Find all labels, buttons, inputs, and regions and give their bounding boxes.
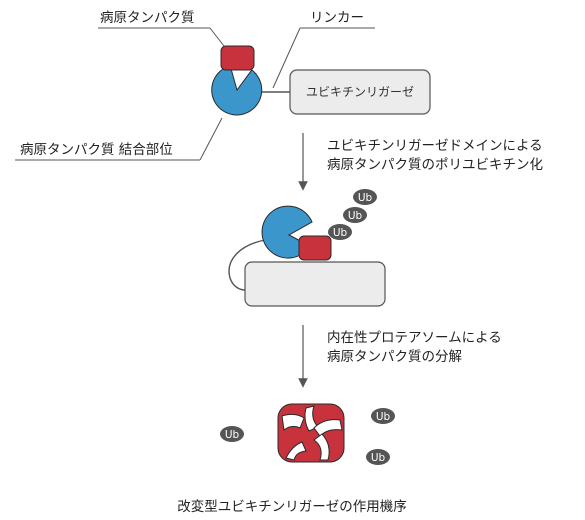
ubiquitin-ligase-box-2 [244,261,386,307]
free-ubiquitin: Ub [220,426,244,442]
binder-domain [211,65,263,116]
label-step1-line2: 病原タンパク質のポリユビキチン化 [327,157,543,173]
ubiquitin-tag: Ub [353,189,377,205]
figure-caption: 改変型ユビキチンリガーゼの作用機序 [177,498,407,515]
degraded-protein [277,403,345,463]
stage-1: 病原タンパク質 リンカー 病原タンパク質 結合部位 ユビキチンリガーゼ [15,10,431,161]
ubiquitin-tag: Ub [343,207,367,223]
free-ubiquitin: Ub [371,408,395,424]
label-target-protein: 病原タンパク質 [100,10,195,26]
svg-text:Ub: Ub [333,227,348,239]
stage-2: Ub Ub Ub [228,189,386,307]
svg-text:Ub: Ub [225,429,240,441]
svg-text:Ub: Ub [358,192,373,204]
label-binding-site: 病原タンパク質 結合部位 [20,142,173,158]
callout-binding-site: 病原タンパク質 結合部位 [15,117,223,161]
svg-text:Ub: Ub [348,210,363,222]
label-step2-line2: 病原タンパク質の分解 [327,349,462,365]
label-ubiquitin-ligase: ユビキチンリガーゼ [306,85,414,99]
svg-text:Ub: Ub [376,411,391,423]
ubiquitin-tag: Ub [328,224,352,240]
callout-target-protein: 病原タンパク質 [98,10,225,47]
label-linker: リンカー [310,10,364,26]
target-protein [220,45,255,71]
linker-curve [228,239,266,291]
callout-linker: リンカー [272,10,375,89]
ubiquitin-ligase-box [289,69,431,115]
label-step2-line1: 内在性プロテアソームによる [327,330,502,346]
ubiquitin-chain: Ub Ub Ub [328,189,377,240]
target-protein-2 [298,235,332,261]
label-step1-line1: ユビキチンリガーゼドメインによる [327,138,543,154]
svg-text:Ub: Ub [371,452,386,464]
stage-3: Ub Ub Ub [220,403,395,465]
free-ubiquitin: Ub [366,449,390,465]
